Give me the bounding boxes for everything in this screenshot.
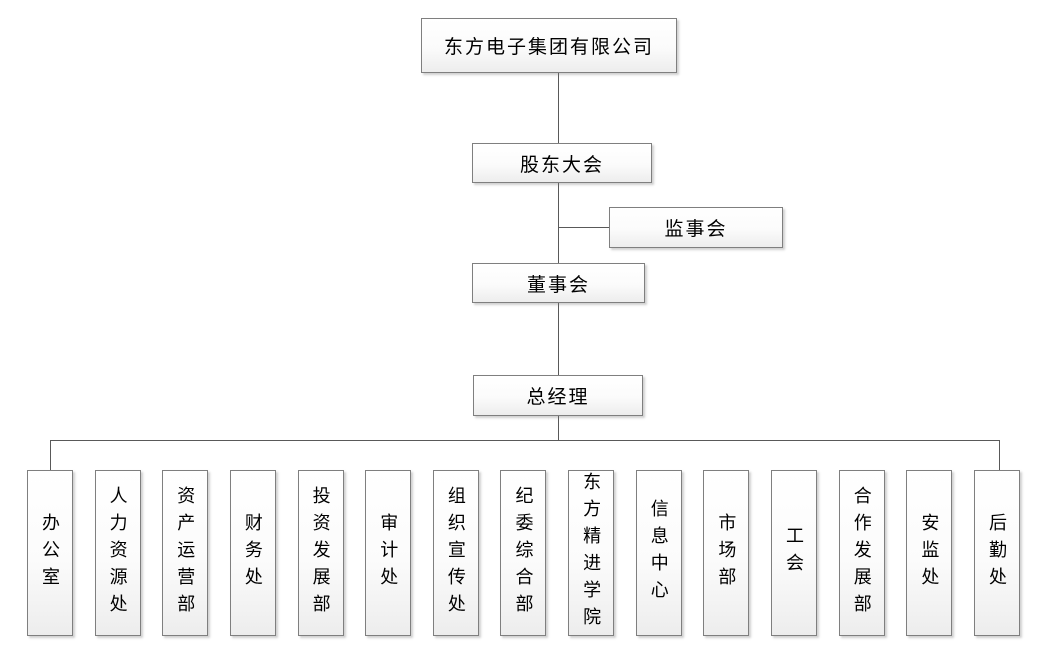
org-node-board-of-directors: 董事会 bbox=[472, 263, 645, 303]
org-node-department-human-resources: 人力资源处 bbox=[94, 470, 141, 636]
org-node-department-finance: 财务处 bbox=[229, 470, 276, 636]
org-node-department-investment-development: 投资发展部 bbox=[297, 470, 344, 636]
org-node-department-jingjin-academy: 东方精进学院 bbox=[568, 470, 615, 636]
org-node-department-labor-union: 工会 bbox=[771, 470, 818, 636]
org-node-company: 东方电子集团有限公司 bbox=[421, 18, 677, 73]
connector-branch-to-supervisory bbox=[558, 227, 609, 228]
org-node-department-office: 办公室 bbox=[27, 470, 73, 636]
org-node-department-marketing: 市场部 bbox=[703, 470, 750, 636]
org-node-department-cooperation-development: 合作发展部 bbox=[838, 470, 885, 636]
org-node-department-organization-publicity: 组织宣传处 bbox=[432, 470, 479, 636]
department-row: 办公室 人力资源处 资产运营部 财务处 投资发展部 审计处 组织宣传处 纪委综合… bbox=[27, 470, 1020, 636]
connector-shareholders-to-board bbox=[558, 183, 559, 263]
org-node-shareholders-meeting: 股东大会 bbox=[472, 143, 652, 183]
org-node-department-asset-operations: 资产运营部 bbox=[162, 470, 209, 636]
org-node-department-information-center: 信息中心 bbox=[635, 470, 682, 636]
org-node-department-logistics: 后勤处 bbox=[973, 470, 1020, 636]
org-node-supervisory-board: 监事会 bbox=[609, 207, 783, 248]
org-node-department-safety-supervision: 安监处 bbox=[906, 470, 953, 636]
connector-department-bus bbox=[50, 440, 1000, 441]
org-node-department-discipline-inspection: 纪委综合部 bbox=[500, 470, 547, 636]
connector-board-to-gm bbox=[558, 303, 559, 375]
org-node-department-audit: 审计处 bbox=[365, 470, 412, 636]
connector-company-to-shareholders bbox=[558, 73, 559, 143]
connector-bus-left-drop bbox=[50, 440, 51, 470]
connector-bus-right-drop bbox=[999, 440, 1000, 470]
connector-gm-to-bus bbox=[558, 416, 559, 440]
org-node-general-manager: 总经理 bbox=[473, 375, 643, 416]
